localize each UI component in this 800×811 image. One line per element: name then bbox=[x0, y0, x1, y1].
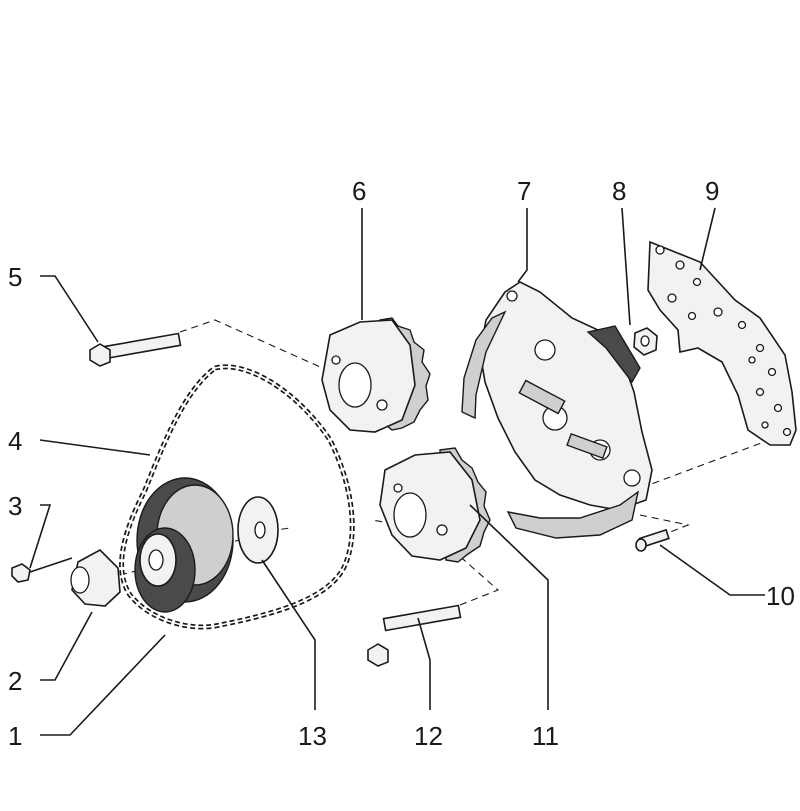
timing-chain-center bbox=[120, 366, 354, 628]
bushing-bore bbox=[70, 566, 90, 594]
adjuster-lower-bolt-hole bbox=[393, 483, 403, 493]
plate-hole bbox=[773, 403, 783, 413]
housing-guide-rail-bottom bbox=[506, 490, 640, 539]
axis-bolt-5 bbox=[179, 319, 339, 376]
leader-8 bbox=[621, 207, 631, 326]
washer-bore bbox=[254, 521, 266, 539]
callout-11: 11 bbox=[532, 721, 559, 751]
leader-10 bbox=[659, 544, 765, 596]
plate-hole bbox=[655, 245, 665, 255]
tensioner-shoe bbox=[586, 325, 641, 384]
plate-hole bbox=[761, 421, 769, 429]
plate-hole bbox=[782, 427, 792, 437]
callout-9: 9 bbox=[705, 176, 719, 206]
hex-nut bbox=[633, 327, 658, 356]
housing-rib bbox=[566, 432, 608, 460]
leader-13 bbox=[261, 559, 316, 710]
plate-hole bbox=[767, 367, 777, 377]
leader-2 bbox=[40, 611, 93, 681]
crank-sprocket-bore bbox=[148, 549, 164, 571]
adjuster-upper-bore bbox=[338, 362, 372, 408]
plate-hole bbox=[755, 343, 765, 353]
bolt-lower bbox=[367, 604, 462, 667]
callout-7: 7 bbox=[517, 176, 531, 206]
leader-11 bbox=[469, 504, 549, 710]
housing-mount-hole bbox=[506, 290, 518, 302]
callout-10: 10 bbox=[766, 581, 795, 611]
plate-hole bbox=[755, 387, 765, 397]
plate-hole bbox=[675, 260, 685, 270]
camshaft-adjuster-upper bbox=[321, 317, 431, 433]
bolt-small-head bbox=[11, 563, 31, 583]
callout-6: 6 bbox=[352, 176, 366, 206]
leader-5 bbox=[40, 275, 99, 343]
leader-9 bbox=[699, 207, 716, 271]
nut-bore bbox=[640, 335, 650, 347]
callout-13: 13 bbox=[298, 721, 327, 751]
callout-2: 2 bbox=[8, 666, 22, 696]
gasket-plate-body bbox=[647, 240, 797, 446]
camshaft-adjuster-lower bbox=[379, 447, 491, 563]
plate-hole bbox=[748, 356, 756, 364]
plate-hole bbox=[713, 307, 723, 317]
leader-lines bbox=[29, 207, 765, 736]
leader-3 bbox=[29, 504, 52, 569]
adjuster-upper-bolt-hole bbox=[376, 399, 388, 411]
callout-5: 5 bbox=[8, 262, 22, 292]
plate-hole bbox=[737, 320, 747, 330]
leader-7 bbox=[517, 208, 528, 283]
callout-3: 3 bbox=[8, 491, 22, 521]
bolt-lower-head bbox=[367, 643, 389, 667]
timing-chain bbox=[119, 364, 355, 630]
bolt-upper bbox=[89, 332, 182, 367]
gasket-plate bbox=[647, 240, 797, 446]
adjuster-lower-bolt-hole bbox=[436, 524, 448, 536]
leader-12 bbox=[417, 617, 431, 710]
bolt-upper-shank bbox=[102, 332, 182, 360]
adjuster-upper-bolt-hole bbox=[331, 355, 341, 365]
housing-rib bbox=[518, 379, 566, 415]
thrust-washer bbox=[237, 496, 279, 564]
gasket-plate-holes bbox=[655, 245, 792, 437]
screw-small bbox=[635, 528, 670, 552]
chain-housing bbox=[461, 281, 653, 539]
housing-guide-rail-left bbox=[461, 310, 507, 420]
leader-1 bbox=[40, 634, 166, 736]
adjuster-lower-bore bbox=[393, 492, 427, 538]
plate-hole bbox=[667, 293, 677, 303]
housing-bore bbox=[534, 339, 556, 361]
callout-labels: 1 2 3 4 5 6 7 8 9 10 11 12 13 bbox=[8, 176, 795, 751]
bolt-small bbox=[11, 557, 73, 583]
plate-hole bbox=[692, 277, 702, 287]
axis-housing-plate bbox=[629, 435, 781, 493]
housing-bore bbox=[623, 469, 641, 487]
bolt-upper-head bbox=[89, 343, 111, 367]
plate-hole bbox=[687, 311, 697, 321]
crankshaft-sprocket bbox=[134, 477, 234, 613]
bolt-lower-shank bbox=[382, 604, 462, 632]
screw-small-head bbox=[635, 538, 647, 552]
callout-8: 8 bbox=[612, 176, 626, 206]
callout-12: 12 bbox=[414, 721, 443, 751]
spacer-bushing bbox=[70, 549, 121, 607]
bolt-small-shank bbox=[29, 557, 73, 573]
callout-4: 4 bbox=[8, 426, 22, 456]
leader-4 bbox=[39, 439, 151, 456]
callout-1: 1 bbox=[8, 721, 22, 751]
